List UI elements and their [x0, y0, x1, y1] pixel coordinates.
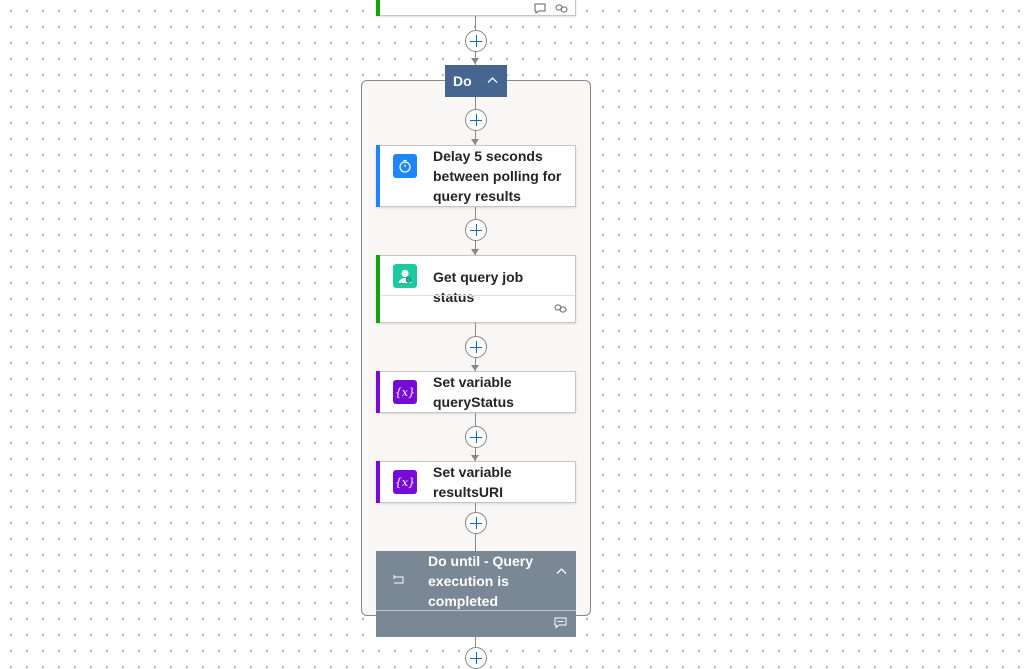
query-job-icon — [393, 264, 417, 288]
add-action-button[interactable] — [465, 426, 487, 448]
action-title: Set variable resultsURI — [433, 464, 512, 500]
link-icon[interactable] — [554, 303, 567, 314]
variable-icon: {x} — [393, 470, 417, 494]
link-icon[interactable] — [555, 3, 568, 14]
previous-action-card[interactable] — [376, 0, 576, 16]
timer-icon — [393, 154, 417, 178]
delay-action-card[interactable]: Delay 5 seconds between polling for quer… — [376, 145, 576, 207]
action-title: Delay 5 seconds between polling for quer… — [433, 148, 562, 204]
action-title: Get query job status — [433, 269, 524, 305]
connector-arrow — [471, 139, 479, 145]
add-action-button[interactable] — [465, 336, 487, 358]
loop-title: Do until - Query execution is completed — [428, 553, 533, 609]
loop-divider — [376, 610, 576, 611]
set-variable-resultsuri-card[interactable]: {x} Set variable resultsURI — [376, 461, 576, 503]
add-action-button[interactable] — [465, 512, 487, 534]
do-scope-label: Do — [453, 73, 472, 89]
card-stripe — [376, 145, 380, 207]
loop-icon — [393, 575, 404, 584]
chevron-up-icon[interactable] — [487, 76, 498, 84]
set-variable-querystatus-card[interactable]: {x} Set variable queryStatus — [376, 371, 576, 413]
add-action-button[interactable] — [465, 647, 487, 669]
card-stripe — [376, 0, 380, 16]
do-scope-header[interactable]: Do — [445, 65, 507, 97]
card-stripe — [376, 371, 380, 413]
card-footer — [381, 295, 575, 322]
get-query-job-status-card[interactable]: Get query job status — [376, 255, 576, 323]
comment-icon[interactable] — [554, 617, 567, 629]
connector-arrow — [471, 249, 479, 255]
connector-arrow — [471, 365, 479, 371]
add-action-button[interactable] — [465, 219, 487, 241]
card-stripe — [376, 255, 380, 323]
connector-line — [475, 637, 476, 655]
do-until-loop-card[interactable]: Do until - Query execution is completed — [376, 551, 576, 637]
connector-arrow — [471, 58, 479, 64]
action-title: Set variable queryStatus — [433, 374, 514, 410]
chevron-up-icon[interactable] — [556, 567, 567, 575]
add-action-button[interactable] — [465, 109, 487, 131]
card-stripe — [376, 461, 380, 503]
variable-icon: {x} — [393, 380, 417, 404]
comment-icon[interactable] — [534, 3, 546, 14]
add-action-button[interactable] — [465, 30, 487, 52]
connector-arrow — [471, 455, 479, 461]
